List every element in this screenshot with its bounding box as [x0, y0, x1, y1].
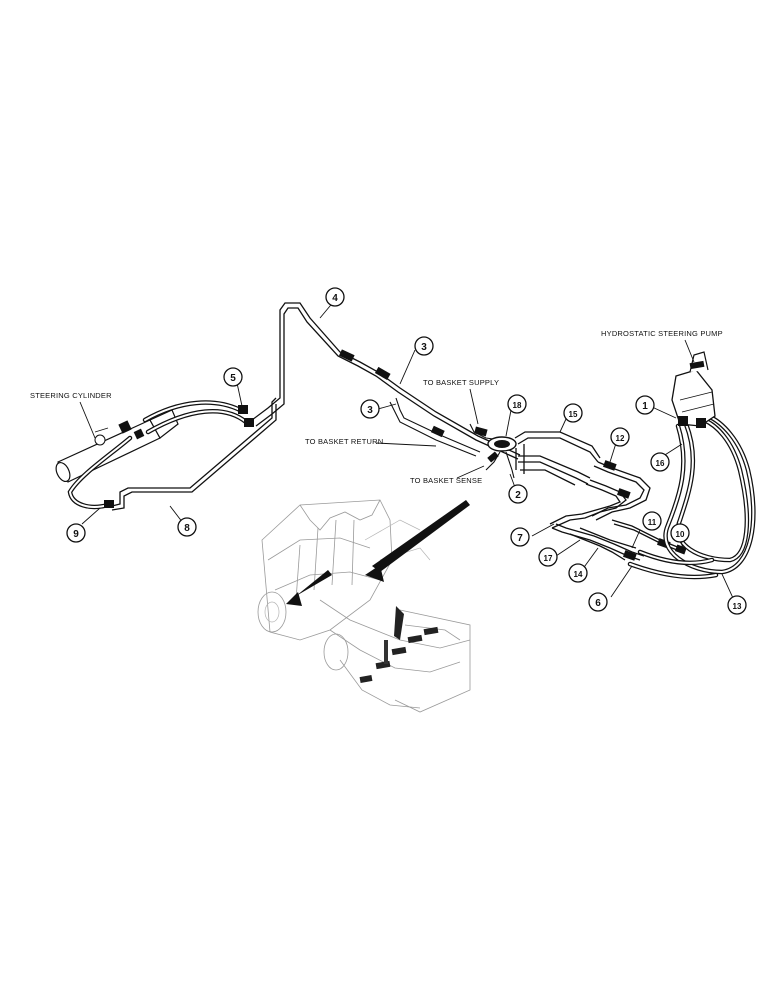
callout-num-15: 15 [569, 410, 578, 419]
label-hydrostatic-pump: HYDROSTATIC STEERING PUMP [601, 329, 723, 338]
tube-15-bundle [514, 431, 601, 486]
callout-9 [66, 523, 86, 543]
callout-17 [538, 547, 558, 567]
label-basket-supply: TO BASKET SUPPLY [423, 378, 499, 387]
callout-num-5: 5 [230, 373, 236, 384]
callout-4 [325, 287, 345, 307]
tube-3 [389, 397, 481, 457]
callout-num-13: 13 [733, 602, 742, 611]
callout-num-17: 17 [544, 554, 553, 563]
basket-lines [469, 423, 517, 479]
tube-bundle-right [549, 460, 687, 561]
callout-num-2: 2 [515, 490, 521, 501]
callout-1 [635, 395, 655, 415]
callout-num-4: 4 [332, 293, 338, 304]
callout-num-16: 16 [656, 459, 665, 468]
pump-hoses [627, 413, 756, 580]
callout-15 [563, 403, 583, 423]
callout-num-8: 8 [184, 523, 190, 534]
callout-6 [588, 592, 608, 612]
label-steering-cylinder: STEERING CYLINDER [30, 391, 112, 400]
callout-18 [507, 394, 527, 414]
callout-12 [610, 427, 630, 447]
callout-numbers: 1 2 3 3 4 5 6 7 8 9 10 11 12 13 14 15 16… [73, 293, 742, 611]
callout-16 [650, 452, 670, 472]
callout-num-3b: 3 [367, 405, 373, 416]
label-basket-sense: TO BASKET SENSE [410, 476, 482, 485]
leader-lines [79, 299, 734, 599]
tube-4 [251, 302, 521, 460]
callout-num-18: 18 [513, 401, 522, 410]
callout-num-7: 7 [517, 533, 523, 544]
callout-num-14: 14 [574, 570, 583, 579]
callout-7 [510, 527, 530, 547]
callout-num-10: 10 [676, 530, 685, 539]
machine-outline [257, 499, 471, 713]
label-basket-return: TO BASKET RETURN [305, 437, 383, 446]
callout-num-11: 11 [648, 518, 657, 527]
cylinder-hose-9 [67, 435, 133, 510]
callout-5 [223, 367, 243, 387]
callout-14 [568, 563, 588, 583]
callout-num-1: 1 [642, 401, 648, 412]
callout-num-9: 9 [73, 529, 79, 540]
hydrostatic-steering-pump [671, 351, 716, 428]
callout-3a [414, 336, 434, 356]
text-labels: STEERING CYLINDER HYDROSTATIC STEERING P… [30, 329, 723, 485]
callout-13 [727, 595, 747, 615]
callout-num-3a: 3 [421, 342, 427, 353]
steering-cylinder [55, 403, 186, 483]
callout-8 [177, 517, 197, 537]
location-arrows [286, 500, 470, 606]
callout-2 [508, 484, 528, 504]
cylinder-hose-5 [142, 400, 254, 435]
callout-10 [670, 523, 690, 543]
callouts [66, 287, 747, 615]
callout-11 [642, 511, 662, 531]
callout-3b [360, 399, 380, 419]
callout-num-12: 12 [616, 434, 625, 443]
callout-num-6: 6 [595, 598, 601, 609]
